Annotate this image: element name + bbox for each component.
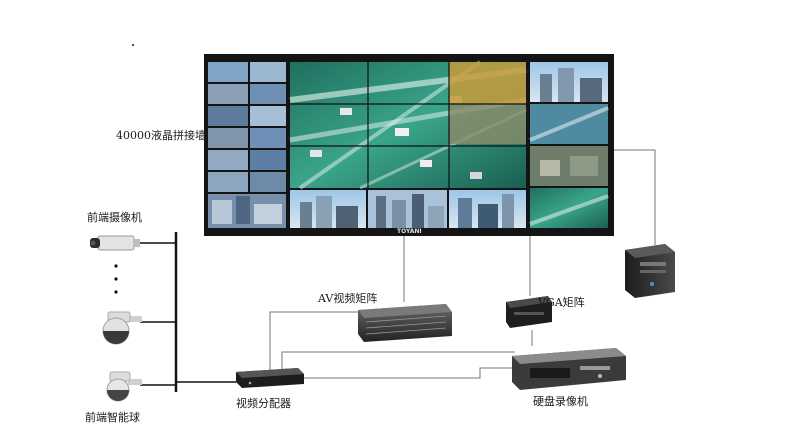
front-camera-label: 前端摄像机 bbox=[87, 211, 142, 224]
av-matrix-to-distributor-line bbox=[269, 311, 360, 372]
wall-highway-tiles bbox=[289, 60, 527, 190]
ptz-dome-camera-icon bbox=[102, 311, 142, 345]
wall-to-pc-line bbox=[612, 149, 656, 245]
av-matrix-label: AV视频矩阵 bbox=[318, 292, 378, 305]
box-camera-icon bbox=[90, 235, 140, 251]
distributor-to-dvr-line bbox=[281, 351, 515, 372]
video-wall-label: 40000液晶拼接墙 bbox=[116, 129, 206, 142]
ellipsis-dots bbox=[114, 264, 118, 294]
front-dome-label: 前端智能球 bbox=[85, 411, 140, 424]
smart-dome-camera-icon bbox=[106, 371, 142, 402]
pc-tower-icon bbox=[625, 244, 675, 298]
stray-dot bbox=[132, 44, 134, 46]
wall-left-tiles bbox=[208, 62, 286, 228]
video-distributor-icon bbox=[236, 368, 304, 388]
video-wall: TOYANI bbox=[204, 54, 614, 236]
camera-bus bbox=[140, 232, 236, 392]
av-matrix-icon bbox=[358, 304, 452, 342]
wall-right-tiles bbox=[529, 62, 609, 228]
dvr-icon bbox=[512, 348, 626, 390]
wall-bottom-tiles bbox=[290, 190, 526, 228]
video-distributor-label: 视频分配器 bbox=[236, 397, 291, 410]
connection-lines bbox=[269, 149, 656, 379]
vga-matrix-icon bbox=[506, 296, 552, 328]
wall-brand-label: TOYANI bbox=[397, 228, 422, 235]
vga-matrix-label: VGA矩阵 bbox=[538, 296, 585, 309]
distributor-to-dvr-line-2 bbox=[302, 367, 515, 379]
dvr-label: 硬盘录像机 bbox=[533, 395, 588, 408]
